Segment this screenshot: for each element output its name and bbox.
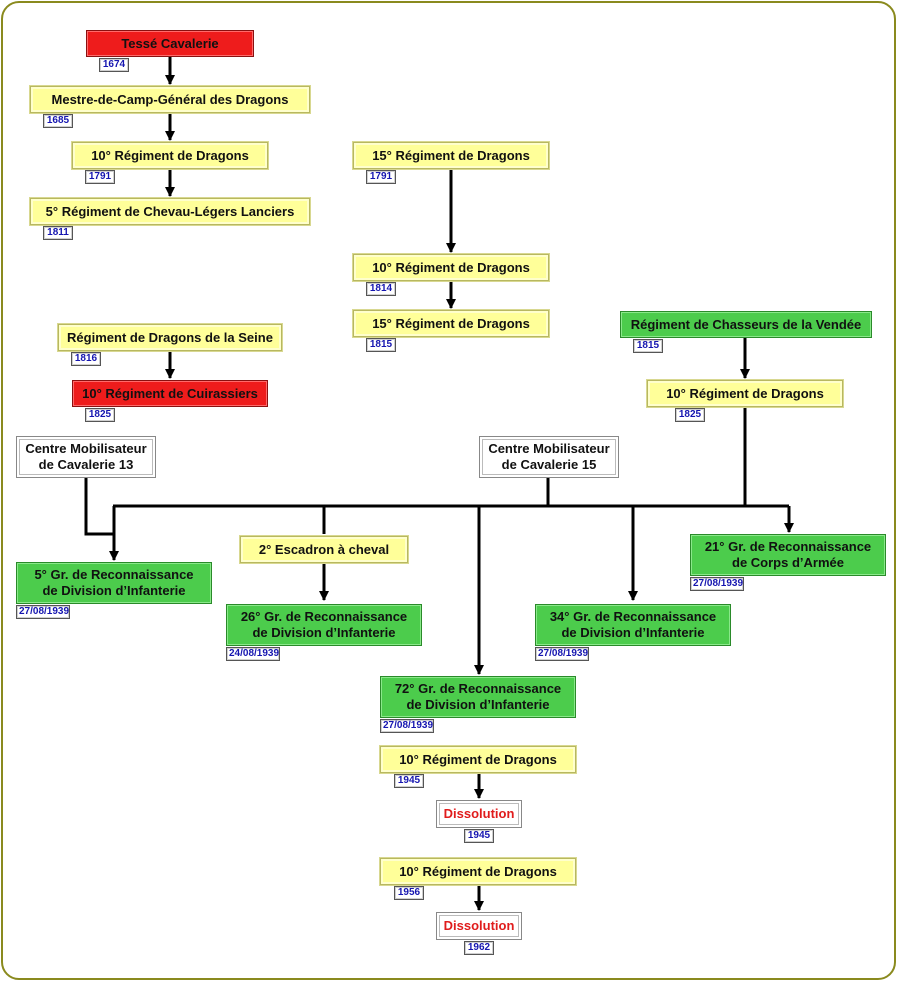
node-10rd-1956: 10° Régiment de Dragons xyxy=(380,858,576,885)
node-mestre-de-camp: Mestre-de-Camp-Général des Dragons xyxy=(30,86,310,113)
node-26-gr-reconnaissance: 26° Gr. de Reconnaissance de Division d’… xyxy=(226,604,422,646)
date-badge-chevau: 1811 xyxy=(43,226,73,240)
date-badge-15rd-1791: 1791 xyxy=(366,170,396,184)
date-badge-26-gr: 24/08/1939 xyxy=(226,647,280,661)
node-dissolution-1962: Dissolution xyxy=(436,912,522,940)
node-chevau-legers: 5° Régiment de Chevau-Légers Lanciers xyxy=(30,198,310,225)
node-10rd-1945: 10° Régiment de Dragons xyxy=(380,746,576,773)
date-badge-5-gr: 27/08/1939 xyxy=(16,605,70,619)
date-badge-10rd-1791: 1791 xyxy=(85,170,115,184)
node-21-gr-reconnaissance: 21° Gr. de Reconnaissance de Corps d’Arm… xyxy=(690,534,886,576)
date-badge-vendee: 1815 xyxy=(633,339,663,353)
date-badge-10rd-1814: 1814 xyxy=(366,282,396,296)
node-dissolution-1945: Dissolution xyxy=(436,800,522,828)
date-badge-72-gr: 27/08/1939 xyxy=(380,719,434,733)
node-2-escadron-a-cheval: 2° Escadron à cheval xyxy=(240,536,408,563)
node-dragons-de-la-seine: Régiment de Dragons de la Seine xyxy=(58,324,282,351)
date-badge-10rd-1956: 1956 xyxy=(394,886,424,900)
node-10rd-1814: 10° Régiment de Dragons xyxy=(353,254,549,281)
link-cmc13-to-5gr xyxy=(84,478,114,536)
node-34-gr-reconnaissance: 34° Gr. de Reconnaissance de Division d’… xyxy=(535,604,731,646)
node-10rd-1825: 10° Régiment de Dragons xyxy=(647,380,843,407)
date-badge-seine: 1816 xyxy=(71,352,101,366)
date-badge-tesse: 1674 xyxy=(99,58,129,72)
date-badge-34-gr: 27/08/1939 xyxy=(535,647,589,661)
node-15rd-1815: 15° Régiment de Dragons xyxy=(353,310,549,337)
node-cmc-15: Centre Mobilisateur de Cavalerie 15 xyxy=(479,436,619,478)
node-cmc-13: Centre Mobilisateur de Cavalerie 13 xyxy=(16,436,156,478)
date-badge-dissolution-1962: 1962 xyxy=(464,941,494,955)
date-badge-10rd-1825: 1825 xyxy=(675,408,705,422)
node-15rd-1791: 15° Régiment de Dragons xyxy=(353,142,549,169)
node-10-cuirassiers: 10° Régiment de Cuirassiers xyxy=(72,380,268,407)
node-5-gr-reconnaissance: 5° Gr. de Reconnaissance de Division d’I… xyxy=(16,562,212,604)
node-72-gr-reconnaissance: 72° Gr. de Reconnaissance de Division d’… xyxy=(380,676,576,718)
date-badge-21-gr: 27/08/1939 xyxy=(690,577,744,591)
node-10rd-1791: 10° Régiment de Dragons xyxy=(72,142,268,169)
date-badge-cuirassiers: 1825 xyxy=(85,408,115,422)
date-badge-mestre: 1685 xyxy=(43,114,73,128)
node-tesse-cavalerie: Tessé Cavalerie xyxy=(86,30,254,57)
node-chasseurs-de-la-vendee: Régiment de Chasseurs de la Vendée xyxy=(620,311,872,338)
date-badge-dissolution-1945: 1945 xyxy=(464,829,494,843)
date-badge-15rd-1815: 1815 xyxy=(366,338,396,352)
date-badge-10rd-1945: 1945 xyxy=(394,774,424,788)
